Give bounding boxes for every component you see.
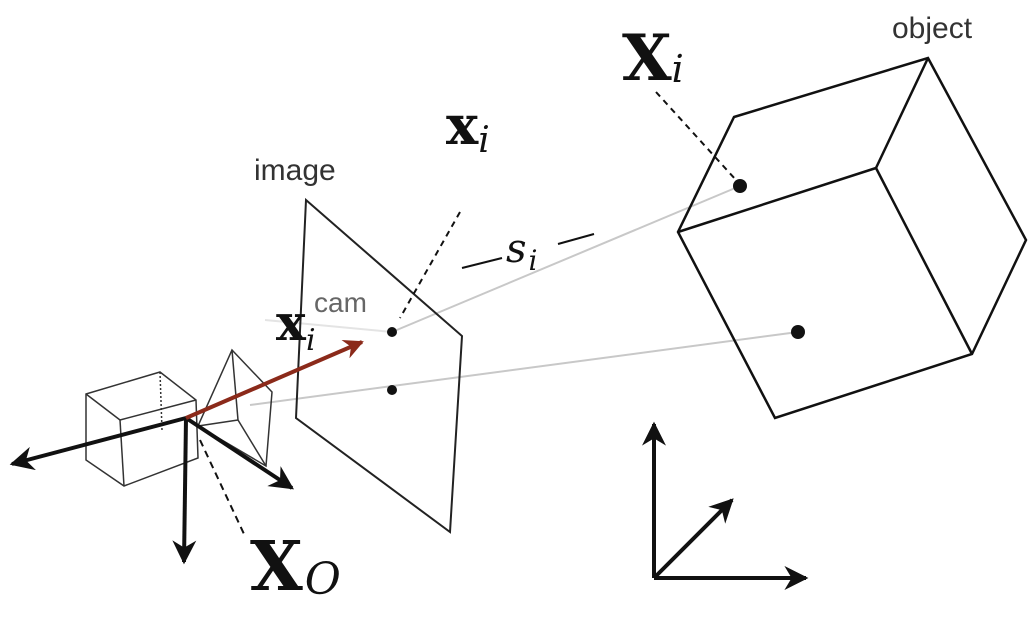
- xi-cam-subscript: i: [306, 323, 316, 358]
- camera-axis-down: [172, 417, 197, 565]
- cam-vector-arrow: [185, 339, 364, 420]
- xi-leader-dashed: [399, 211, 461, 319]
- image-label: image: [254, 154, 336, 187]
- XO-leader-dashed: [199, 439, 245, 535]
- si-label: si: [506, 226, 538, 277]
- xi-cam-label: x: [276, 293, 307, 352]
- world-axes: [642, 421, 809, 590]
- image-point-xi: [387, 327, 397, 337]
- object-point-Xi: [733, 179, 747, 193]
- camera-axes: [9, 416, 295, 565]
- image-point-center: [387, 385, 397, 395]
- camera-body: [85, 371, 199, 487]
- Xi-label: Xi: [622, 21, 684, 96]
- image-plane: [294, 197, 464, 534]
- Xi-leader-dashed: [655, 91, 737, 181]
- xi-label: xi: [446, 93, 490, 161]
- ray-to-xi: [391, 185, 741, 333]
- si-annotation: si: [461, 226, 595, 277]
- object-label: object: [892, 12, 973, 45]
- ray-to-center: [249, 331, 799, 406]
- xi-cam-superscript: cam: [314, 287, 367, 318]
- camera-axis-diag: [184, 416, 295, 490]
- object-cube: [676, 56, 1028, 420]
- camera-lens: [197, 348, 273, 468]
- world-axis-diag: [652, 498, 734, 580]
- XO-label: XO: [250, 527, 341, 607]
- projection-rays: [249, 185, 799, 406]
- object-point-center: [791, 325, 805, 339]
- camera-axis-left: [9, 416, 187, 471]
- ray-faint-left: [264, 319, 393, 333]
